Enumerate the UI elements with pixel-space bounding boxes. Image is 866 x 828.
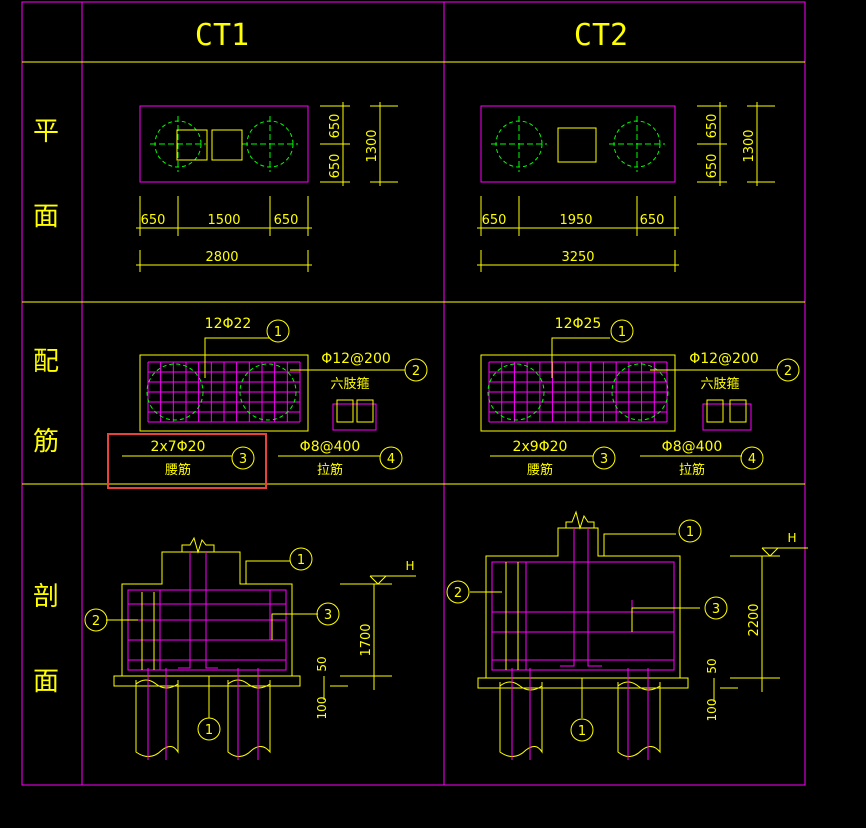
row-label-rebar-2: 筋 — [33, 427, 59, 457]
ct2-sec-mark-1b: 1 — [578, 724, 586, 739]
ct1-main-bar: 12Φ22 — [205, 316, 252, 332]
ct1-dim-650-right: 650 — [274, 213, 299, 228]
ct1-dim-650-left: 650 — [141, 213, 166, 228]
ct1-mark-4: 4 — [387, 452, 395, 467]
ct2-level: H — [787, 531, 796, 545]
ct1-waist-label: 腰筋 — [165, 462, 191, 478]
ct2-waist-bar: 2x9Φ20 — [513, 439, 568, 455]
ct1-stirrup: Φ12@200 — [321, 351, 391, 367]
ct1-rebar: 12Φ22 1 Φ12@200 2 六肢箍 2x7Φ20 腰筋 3 Φ8@400… — [107, 316, 428, 489]
ct1-sec-mark-3: 3 — [324, 608, 332, 623]
ct2-sec-d2: 100 — [705, 699, 719, 722]
ct2-dim-1950: 1950 — [559, 213, 592, 228]
ct1-section: 1 3 2 1 H — [84, 536, 416, 760]
ct1-sec-d1: 50 — [315, 656, 329, 671]
ct2-rebar: 12Φ25 1 Φ12@200 2 六肢箍 2x9Φ20 腰筋 3 Φ8@400… — [480, 316, 800, 478]
ct1-dim-right-650-top: 650 — [328, 114, 343, 139]
ct1-sec-mark-1b: 1 — [205, 723, 213, 738]
ct1-mark-2: 2 — [412, 364, 420, 379]
ct2-dim-650-right: 650 — [640, 213, 665, 228]
ct2-dim-total: 3250 — [561, 250, 594, 265]
ct2-dim-right-650-top: 650 — [705, 114, 720, 139]
table-grid — [21, 1, 806, 786]
header-ct1: CT1 — [195, 18, 249, 53]
highlight-box — [107, 433, 267, 489]
ct1-mark-1: 1 — [274, 325, 282, 340]
ct2-mark-4: 4 — [748, 452, 756, 467]
ct1-stirrup-label: 六肢箍 — [330, 376, 369, 392]
ct1-level: H — [405, 559, 414, 573]
ct1-waist-bar: 2x7Φ20 — [151, 439, 206, 455]
ct2-dim-650-left: 650 — [482, 213, 507, 228]
ct2-tie-label: 拉筋 — [679, 462, 705, 478]
ct2-sec-d1: 50 — [705, 658, 719, 673]
ct2-sec-mark-1: 1 — [686, 525, 694, 540]
ct1-plan: 650 1500 650 2800 650 650 1300 — [136, 102, 398, 272]
row-dividers — [22, 61, 805, 485]
ct1-sec-height: 1700 — [359, 623, 374, 656]
row-label-rebar-1: 配 — [33, 347, 59, 377]
ct2-sec-height: 2200 — [747, 603, 762, 636]
ct2-sec-mark-2: 2 — [454, 586, 462, 601]
header-ct2: CT2 — [574, 18, 628, 53]
ct2-section: 1 3 2 1 H 2200 5 — [446, 510, 808, 760]
ct2-plan: 650 1950 650 3250 650 650 1300 — [477, 102, 775, 272]
ct2-dim-right-650-bot: 650 — [705, 154, 720, 179]
ct2-mark-1: 1 — [618, 325, 626, 340]
ct2-main-bar: 12Φ25 — [555, 316, 602, 332]
row-label-section-2: 面 — [33, 667, 59, 697]
ct1-tie-bar: Φ8@400 — [300, 439, 361, 455]
row-label-plan-1: 平 — [33, 117, 59, 147]
ct2-waist-label: 腰筋 — [527, 462, 553, 478]
ct2-dim-right-total: 1300 — [742, 129, 757, 162]
ct2-tie-bar: Φ8@400 — [662, 439, 723, 455]
ct2-stirrup-label: 六肢箍 — [700, 376, 739, 392]
ct2-mark-2: 2 — [784, 364, 792, 379]
ct1-dim-right-650-bot: 650 — [328, 154, 343, 179]
ct1-tie-label: 拉筋 — [317, 462, 343, 478]
ct1-dim-right-total: 1300 — [365, 129, 380, 162]
ct1-dim-total: 2800 — [205, 250, 238, 265]
ct1-dim-1500: 1500 — [207, 213, 240, 228]
row-label-plan-2: 面 — [33, 202, 59, 232]
ct2-stirrup: Φ12@200 — [689, 351, 759, 367]
ct1-sec-mark-1: 1 — [297, 553, 305, 568]
ct2-sec-mark-3: 3 — [712, 602, 720, 617]
ct2-mark-3: 3 — [600, 452, 608, 467]
row-label-section-1: 剖 — [33, 582, 59, 612]
ct1-mark-3: 3 — [239, 452, 247, 467]
ct1-sec-d2: 100 — [315, 697, 329, 720]
ct1-sec-mark-2: 2 — [92, 614, 100, 629]
